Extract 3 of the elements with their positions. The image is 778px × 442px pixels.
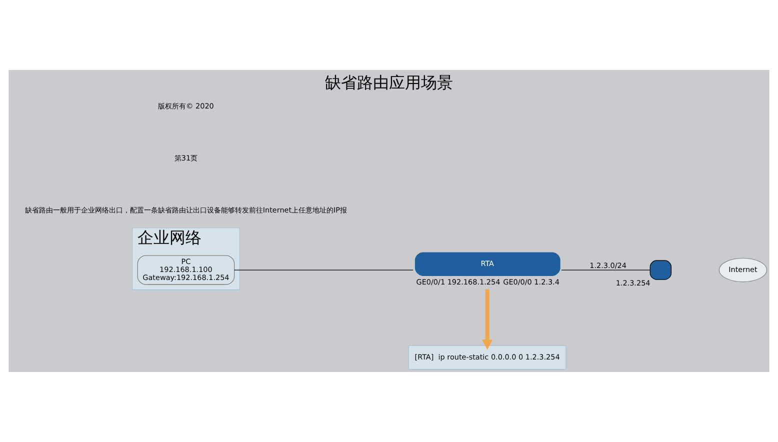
arrow bbox=[482, 289, 493, 350]
diagram-title: 缺省路由应用场景 bbox=[325, 72, 453, 92]
node-box bbox=[650, 260, 672, 280]
